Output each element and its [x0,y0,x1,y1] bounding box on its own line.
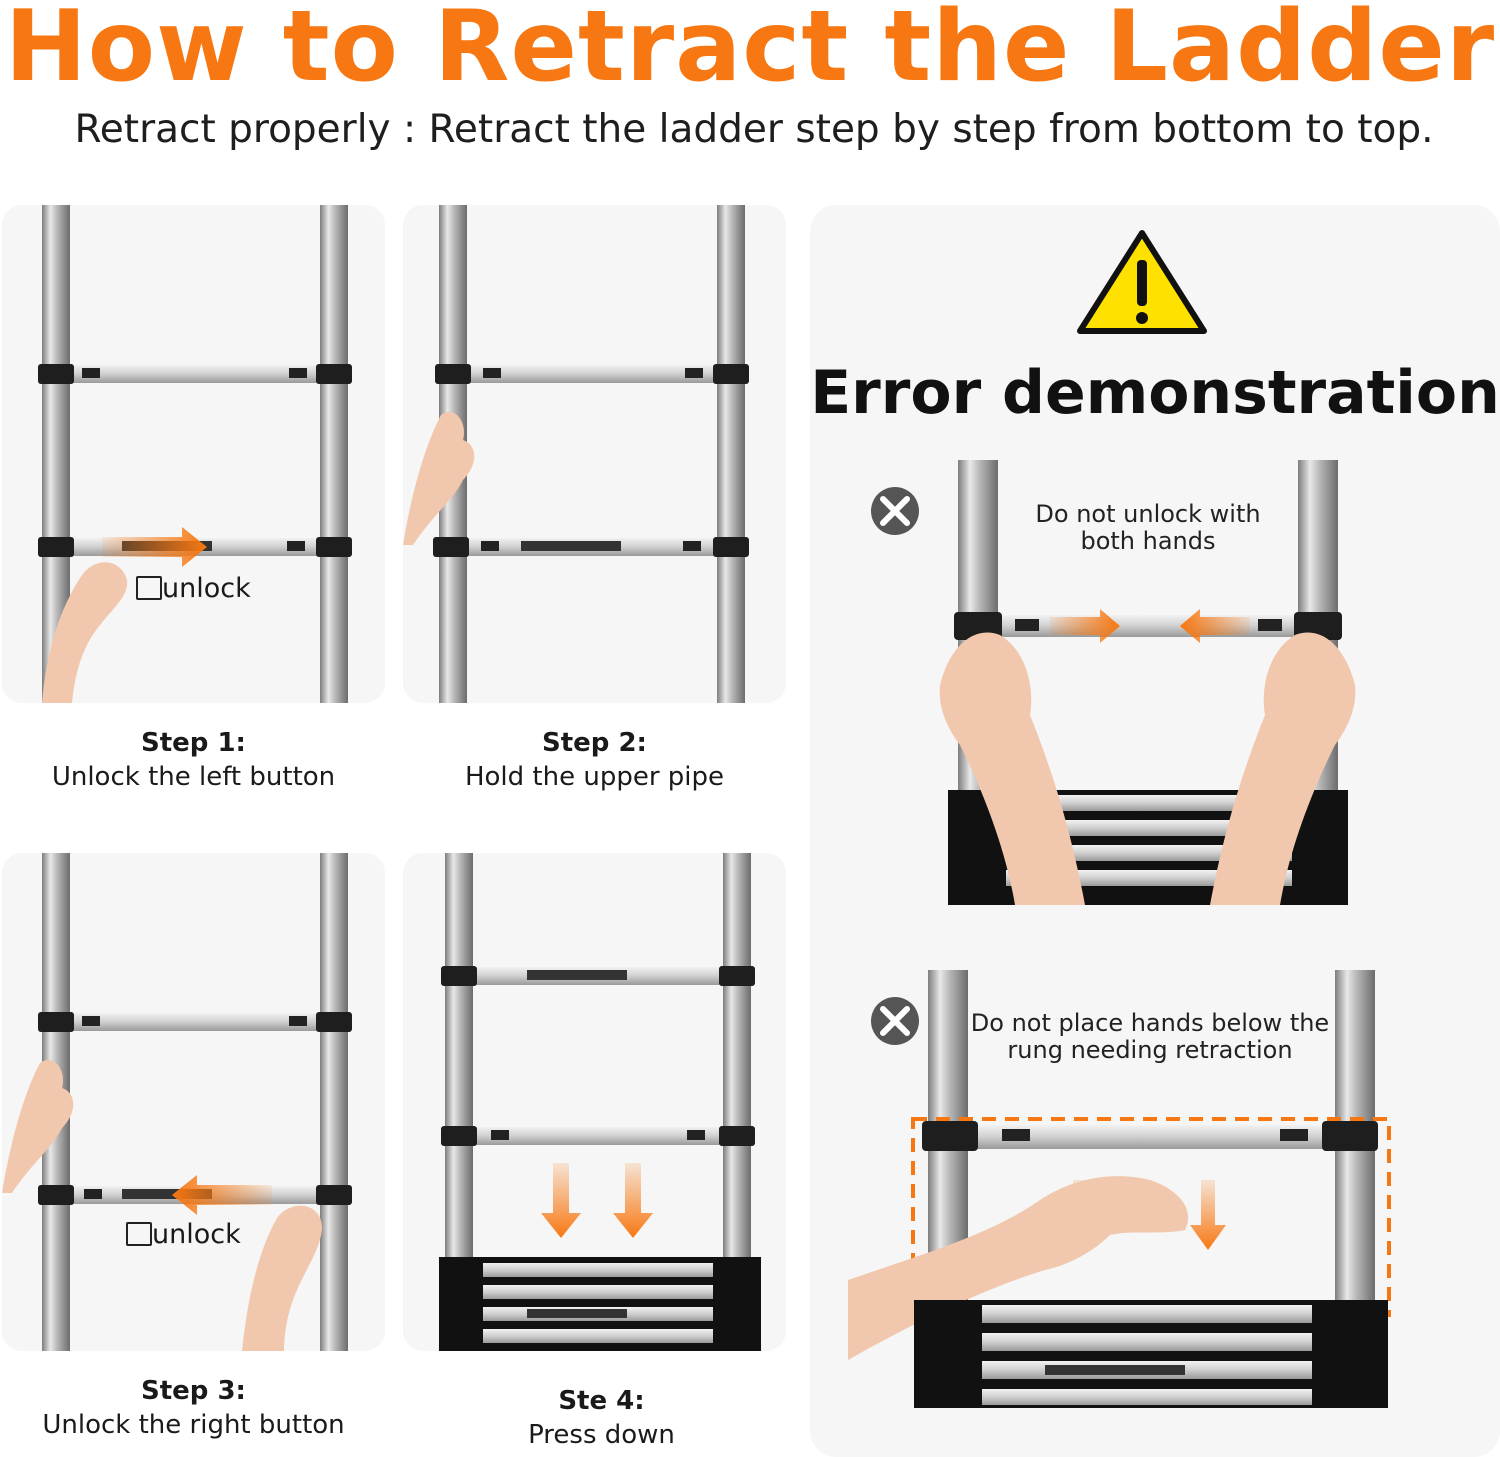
unlock-label: unlock [136,573,251,604]
unlock-icon [136,576,162,600]
arrow-icon [172,1175,272,1215]
step-2-text: Hold the upper pipe [464,762,725,792]
error-1-text: Do not unlock with both hands [1035,500,1261,555]
arrow-icon [1050,609,1120,643]
step-3-heading: Step 3: [141,1376,246,1406]
error-title: Error demonstration [810,358,1500,428]
step-2-heading: Step 2: [542,728,647,758]
step-1-illustration [38,205,352,703]
x-circle-icon [871,997,919,1045]
page-subtitle: Retract properly : Retract the ladder st… [74,107,1434,152]
arrow-icon [102,527,207,567]
step-2-panel [403,205,786,703]
step-4-panel [403,853,786,1351]
page-title: How to Retract the Ladder [4,0,1496,104]
error-2-text: Do not place hands below the rung needin… [970,1009,1330,1064]
step-3-panel: unlock [2,853,385,1351]
unlock-icon [126,1222,152,1246]
step-2-caption: Step 2: Hold the upper pipe [403,726,786,794]
unlock-label: unlock [126,1219,241,1250]
step-4-text: Press down [528,1420,675,1450]
step-3-text: Unlock the right button [42,1410,345,1440]
step-1-caption: Step 1: Unlock the left button [2,726,385,794]
arrow-icon [1180,609,1250,643]
step-1-heading: Step 1: [141,728,246,758]
error-demonstration-panel: Error demonstration Do not unlock with b… [810,205,1500,1457]
step-2-illustration [403,205,749,703]
error-illustrations [848,230,1391,1408]
arrow-down-icon [1190,1180,1226,1250]
step-1-panel: unlock [2,205,385,703]
step-3-illustration [2,853,352,1351]
step-4-illustration [439,853,761,1351]
warning-icon [1077,230,1207,334]
x-circle-icon [871,487,919,535]
arrow-down-icon [613,1163,653,1238]
step-1-text: Unlock the left button [51,762,336,792]
step-4-caption: Ste 4: Press down [403,1384,800,1452]
step-4-heading: Ste 4: [558,1386,645,1416]
arrow-down-icon [541,1163,581,1238]
step-3-caption: Step 3: Unlock the right button [2,1374,385,1442]
